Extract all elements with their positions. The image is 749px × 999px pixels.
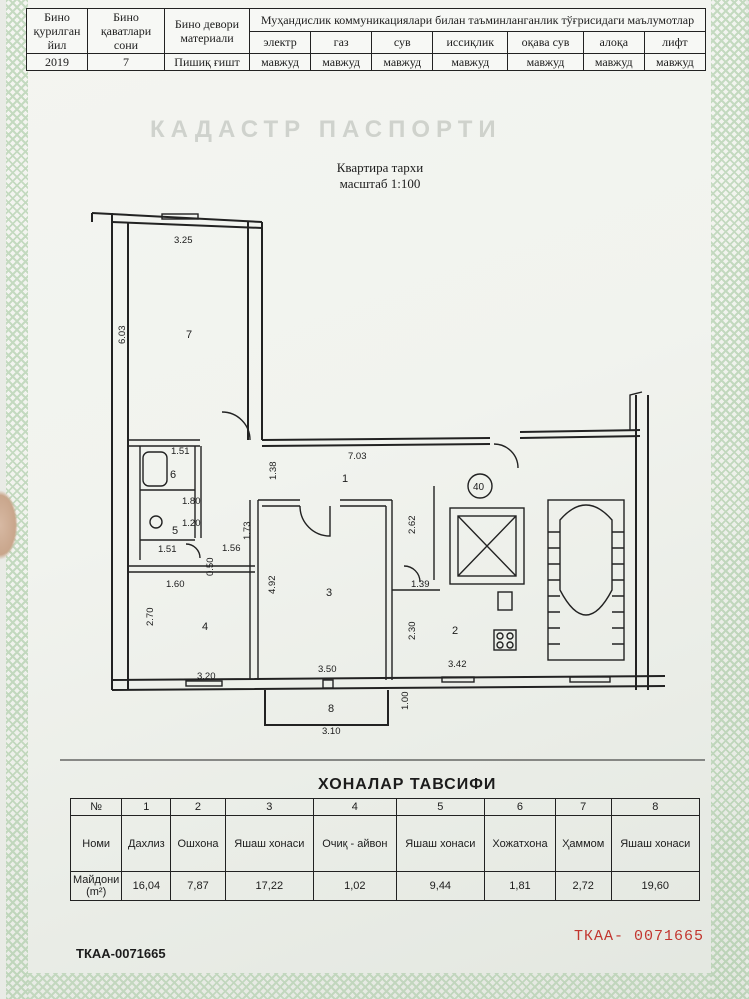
dim-2-70: 2.70: [145, 608, 156, 627]
utility-gas-value: мавжуд: [310, 53, 373, 71]
right-security-border: [711, 0, 749, 999]
plan-title: Квартира тархи масштаб 1:100: [300, 160, 460, 192]
dim-3-42: 3.42: [448, 659, 467, 670]
dim-4-92: 4.92: [267, 576, 278, 595]
room-name-3: Яшаш хонаси: [224, 815, 315, 872]
room-number-2: 2: [452, 625, 458, 637]
room-col-3: 3: [224, 798, 315, 816]
interior-walls: [128, 213, 643, 689]
dim-1-56: 1.56: [222, 543, 241, 554]
utilities-header: Муҳандислик коммуникациялари билан таъми…: [249, 8, 706, 32]
room-number-8: 8: [328, 703, 334, 715]
room-area-2: 7,87: [170, 871, 226, 901]
utility-sewage-value: мавжуд: [507, 53, 584, 71]
room-area-4: 1,02: [313, 871, 397, 901]
room-name-2: Ошхона: [170, 815, 226, 872]
dim-1-38: 1.38: [268, 462, 279, 481]
room-number-3: 3: [326, 587, 332, 599]
dim-0-50: 0.50: [205, 558, 216, 577]
room-col-7: 7: [554, 798, 612, 816]
dim-1-51-top: 1.51: [171, 446, 190, 457]
rooms-section-title: ХОНАЛАР ТАВСИФИ: [318, 776, 497, 793]
room-col-8: 8: [610, 798, 701, 816]
room-col-5: 5: [395, 798, 486, 816]
room-area-6: 1,81: [484, 871, 556, 901]
room-number-4: 4: [202, 621, 208, 633]
room-number-5: 5: [172, 525, 178, 537]
dim-1-51-bottom: 1.51: [158, 544, 177, 555]
room-name-7: Ҳаммом: [554, 815, 612, 872]
dim-1-20: 1.20: [182, 518, 201, 529]
year-value: 2019: [26, 53, 88, 71]
room-name-5: Яшаш хонаси: [395, 815, 486, 872]
room-number-1: 1: [342, 473, 348, 485]
dim-2-62: 2.62: [407, 516, 418, 535]
utility-water-header: сув: [371, 30, 434, 54]
year-header: Бино қурилган йил: [26, 8, 88, 54]
dim-3-25: 3.25: [174, 235, 193, 246]
dim-7-03: 7.03: [348, 451, 367, 462]
area-row-label: Майдони (m²): [69, 871, 123, 901]
utility-heating-value: мавжуд: [432, 53, 509, 71]
utility-lift-header: лифт: [643, 30, 707, 54]
utility-water-value: мавжуд: [371, 53, 434, 71]
room-col-1: 1: [121, 798, 172, 816]
dim-1-80: 1.80: [182, 496, 201, 507]
room-area-3: 17,22: [224, 871, 315, 901]
room-number-6: 6: [170, 469, 176, 481]
floors-header: Бино қаватлари сони: [87, 8, 165, 54]
room-area-8: 19,60: [610, 871, 701, 901]
plan-heading: Квартира тархи: [336, 160, 424, 175]
material-header: Бино девори материали: [164, 8, 250, 54]
bottom-security-border: [28, 973, 711, 999]
utility-telecom-value: мавжуд: [582, 53, 645, 71]
serial-number-printed: ТКАА-0071665: [76, 946, 166, 961]
room-number-7: 7: [186, 329, 192, 341]
utility-electric-header: электр: [248, 30, 312, 54]
room-area-5: 9,44: [395, 871, 486, 901]
rooms-table: № 1 2 3 4 5 6 7 8 Номи Дахлиз Ошхона Яша…: [69, 798, 701, 901]
room-col-6: 6: [484, 798, 556, 816]
room-name-8: Яшаш хонаси: [610, 815, 701, 872]
utility-electric-value: мавжуд: [248, 53, 312, 71]
room-area-7: 2,72: [554, 871, 612, 901]
dim-3-10: 3.10: [322, 726, 341, 737]
room-name-1: Дахлиз: [121, 815, 172, 872]
room-col-4: 4: [313, 798, 397, 816]
apartment-number: 40: [473, 482, 485, 493]
room-name-4: Очиқ - айвон: [313, 815, 397, 872]
dim-1-39: 1.39: [411, 579, 430, 590]
finger-edge: [0, 490, 18, 560]
dim-1-73: 1.73: [242, 522, 253, 541]
name-row-label: Номи: [69, 815, 123, 872]
dim-1-00: 1.00: [400, 692, 411, 711]
dim-3-50: 3.50: [318, 664, 337, 675]
dim-2-30: 2.30: [407, 622, 418, 641]
background-watermark-title: КАДАСТР ПАСПОРТИ: [150, 116, 502, 143]
dim-3-20: 3.20: [197, 671, 216, 682]
room-area-1: 16,04: [121, 871, 172, 901]
room-col-2: 2: [170, 798, 226, 816]
exterior-walls: [91, 212, 666, 726]
plan-scale: масштаб 1:100: [339, 176, 421, 191]
utility-lift-value: мавжуд: [643, 53, 707, 71]
serial-number-red: ТКАА- 0071665: [574, 928, 705, 945]
dim-1-60: 1.60: [166, 579, 185, 590]
number-row-label: №: [69, 798, 123, 816]
utility-sewage-header: оқава сув: [507, 30, 584, 54]
building-info-table: Бино қурилган йил Бино қаватлари сони Би…: [26, 8, 707, 71]
dim-6-03: 6.03: [117, 326, 128, 345]
room-name-6: Хожатхона: [484, 815, 556, 872]
